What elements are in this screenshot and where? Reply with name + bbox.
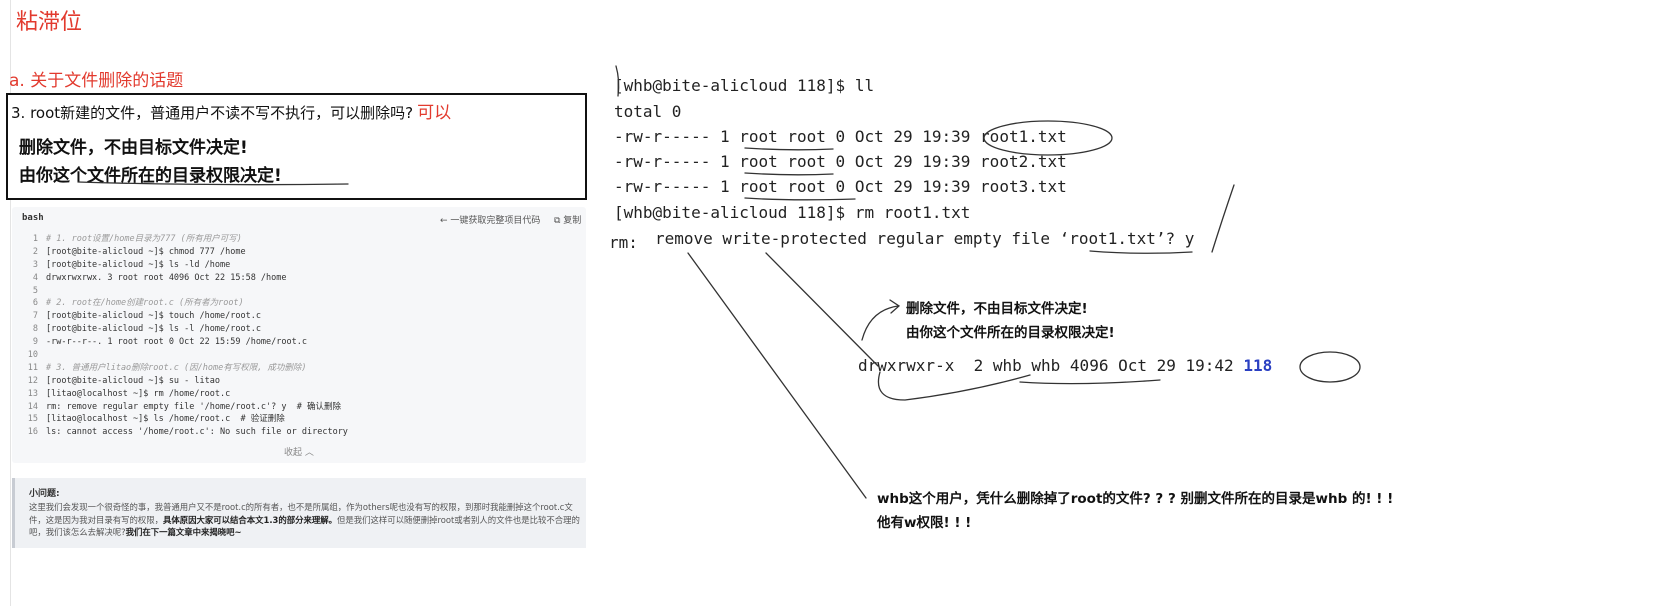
pointer-line: [765, 252, 879, 367]
terminal-rm-label: rm:: [609, 233, 638, 252]
code-text: [litao@localhost ~]$ ls /home/root.c # 验…: [46, 414, 285, 425]
code-line: 3 [root@bite-alicloud ~]$ ls -ld /home: [12, 259, 586, 272]
line-number: 15: [27, 414, 38, 425]
code-line: 9 -rw-r--r--. 1 root root 0 Oct 22 15:59 …: [12, 336, 586, 349]
line-number: 7: [32, 311, 38, 322]
code-text: [root@bite-alicloud ~]$ ls -ld /home: [46, 259, 231, 270]
note-body: 这里我们会发现一个很奇怪的事，我普通用户又不是root.c的所有者，也不是所属组…: [29, 502, 580, 538]
line-number: 12: [27, 375, 38, 386]
code-line: 2 [root@bite-alicloud ~]$ chmod 777 /home: [12, 246, 586, 259]
code-text: [root@bite-alicloud ~]$ su - litao: [46, 375, 220, 386]
bottom-annotation-2: 他有w权限! ! !: [877, 515, 972, 531]
underline-stroke: [744, 147, 834, 151]
code-text: rm: remove regular empty file '/home/roo…: [46, 401, 341, 412]
line-number: 14: [27, 401, 38, 412]
line-number: 6: [32, 298, 38, 309]
line-number: 16: [27, 427, 38, 438]
line-number: 3: [32, 259, 38, 270]
code-text: ls: cannot access '/home/root.c': No suc…: [46, 427, 348, 438]
code-text: -rw-r--r--. 1 root root 0 Oct 22 15:59 /…: [46, 337, 307, 348]
code-text: drwxrwxrwx. 3 root root 4096 Oct 22 15:5…: [46, 272, 287, 283]
annotation-line-1: 删除文件，不由目标文件决定!: [906, 301, 1088, 317]
code-text: [root@bite-alicloud ~]$ ls -l /home/root…: [46, 324, 261, 335]
get-full-code-link[interactable]: ← 一键获取完整项目代码: [440, 216, 541, 226]
bold-statement-2: 由你这个文件所在的目录权限决定!: [19, 166, 282, 186]
code-text: # 3. 普通用户litao删除root.c (因/home有写权限, 成功删除…: [46, 362, 307, 373]
collapse-button[interactable]: 收起 ︿: [284, 448, 314, 458]
line-number: 13: [27, 388, 38, 399]
line-number: 4: [32, 272, 38, 283]
code-line: 16 ls: cannot access '/home/root.c': No s…: [12, 426, 586, 439]
copy-icon: ⧉: [554, 216, 564, 226]
line-number: 10: [27, 350, 38, 361]
code-line: 13 [litao@localhost ~]$ rm /home/root.c: [12, 388, 586, 401]
underline-stroke: [744, 197, 856, 201]
code-text: [root@bite-alicloud ~]$ chmod 777 /home: [46, 246, 246, 257]
line-number: 5: [32, 285, 38, 296]
code-text: [root@bite-alicloud ~]$ touch /home/root…: [46, 311, 261, 322]
directory-name: 118: [1243, 356, 1273, 375]
terminal-line: [whb@bite-alicloud 118]$ rm root1.txt: [614, 203, 971, 222]
note-heading: 小问题:: [29, 489, 60, 499]
terminal-line: -rw-r----- 1 root root 0 Oct 29 19:39 ro…: [614, 127, 1067, 146]
code-text: [litao@localhost ~]$ rm /home/root.c: [46, 388, 231, 399]
code-line: 5: [12, 285, 586, 298]
code-line: 6 # 2. root在/home创建root.c (所有者为root): [12, 297, 586, 310]
question-text: 3. root新建的文件，普通用户不读不写不执行，可以删除吗?: [11, 104, 414, 122]
code-line: 7 [root@bite-alicloud ~]$ touch /home/roo…: [12, 310, 586, 323]
terminal-line: -rw-r----- 1 root root 0 Oct 29 19:39 ro…: [614, 152, 1067, 171]
code-lines: 1 # 1. root设置/home目录为777 (所有用户可写) 2 [root@b…: [12, 233, 586, 439]
code-line: 10: [12, 349, 586, 362]
pointer-line: [687, 252, 867, 499]
directory-listing-line: drwxrwxr-x 2 whb whb 4096 Oct 29 19:42 1…: [858, 356, 1273, 375]
tick-stroke: [1211, 184, 1235, 253]
code-header: bash ← 一键获取完整项目代码 ⧉ 复制: [12, 207, 586, 231]
bottom-annotation-1: whb这个用户，凭什么删除掉了root的文件? ? ? 别删文件所在的目录是wh…: [877, 491, 1394, 507]
underline-stroke: [1019, 379, 1161, 385]
code-line: 1 # 1. root设置/home目录为777 (所有用户可写): [12, 233, 586, 246]
code-text: # 2. root在/home创建root.c (所有者为root): [46, 298, 244, 309]
question-line: 3. root新建的文件，普通用户不读不写不执行，可以删除吗?可以: [11, 98, 451, 123]
line-number: 8: [32, 324, 38, 335]
page-title: 粘滞位: [16, 10, 83, 35]
question-box: 3. root新建的文件，普通用户不读不写不执行，可以删除吗?可以 删除文件，不…: [6, 93, 587, 200]
bold-statement-1: 删除文件，不由目标文件决定!: [19, 138, 248, 158]
line-number: 2: [32, 246, 38, 257]
terminal-line: -rw-r----- 1 root root 0 Oct 29 19:39 ro…: [614, 177, 1067, 196]
code-text: # 1. root设置/home目录为777 (所有用户可写): [46, 234, 242, 244]
code-line: 14 rm: remove regular empty file '/home/r…: [12, 401, 586, 414]
code-line: 4 drwxrwxrwx. 3 root root 4096 Oct 22 15:…: [12, 272, 586, 285]
code-block: bash ← 一键获取完整项目代码 ⧉ 复制 1 # 1. root设置/home…: [12, 207, 586, 463]
terminal-line: total 0: [614, 102, 682, 121]
question-answer: 可以: [417, 103, 452, 123]
copy-button[interactable]: ⧉ 复制: [554, 216, 582, 226]
arrow-stroke: [861, 299, 901, 341]
line-number: 11: [27, 362, 38, 373]
line-number: 1: [32, 234, 38, 244]
section-subtitle: a. 关于文件删除的话题: [9, 71, 184, 91]
left-margin-rule: [10, 0, 11, 606]
line-number: 9: [32, 337, 38, 348]
code-line: 8 [root@bite-alicloud ~]$ ls -l /home/roo…: [12, 323, 586, 336]
code-line: 12 [root@bite-alicloud ~]$ su - litao: [12, 375, 586, 388]
code-line: 11 # 3. 普通用户litao删除root.c (因/home有写权限, 成功…: [12, 362, 586, 375]
terminal-rm-prompt: remove write-protected regular empty fil…: [655, 229, 1195, 248]
annotation-line-2: 由你这个文件所在的目录权限决定!: [906, 325, 1115, 341]
underline-stroke: [744, 172, 834, 176]
curve-stroke: [877, 371, 1031, 401]
note-box: 小问题: 这里我们会发现一个很奇怪的事，我普通用户又不是root.c的所有者，也…: [12, 478, 586, 548]
code-line: 15 [litao@localhost ~]$ ls /home/root.c #…: [12, 413, 586, 426]
circle-mark: [1299, 351, 1361, 383]
terminal-line: [whb@bite-alicloud 118]$ ll: [614, 76, 875, 95]
underline-stroke: [1089, 250, 1193, 254]
code-language: bash: [22, 213, 44, 223]
